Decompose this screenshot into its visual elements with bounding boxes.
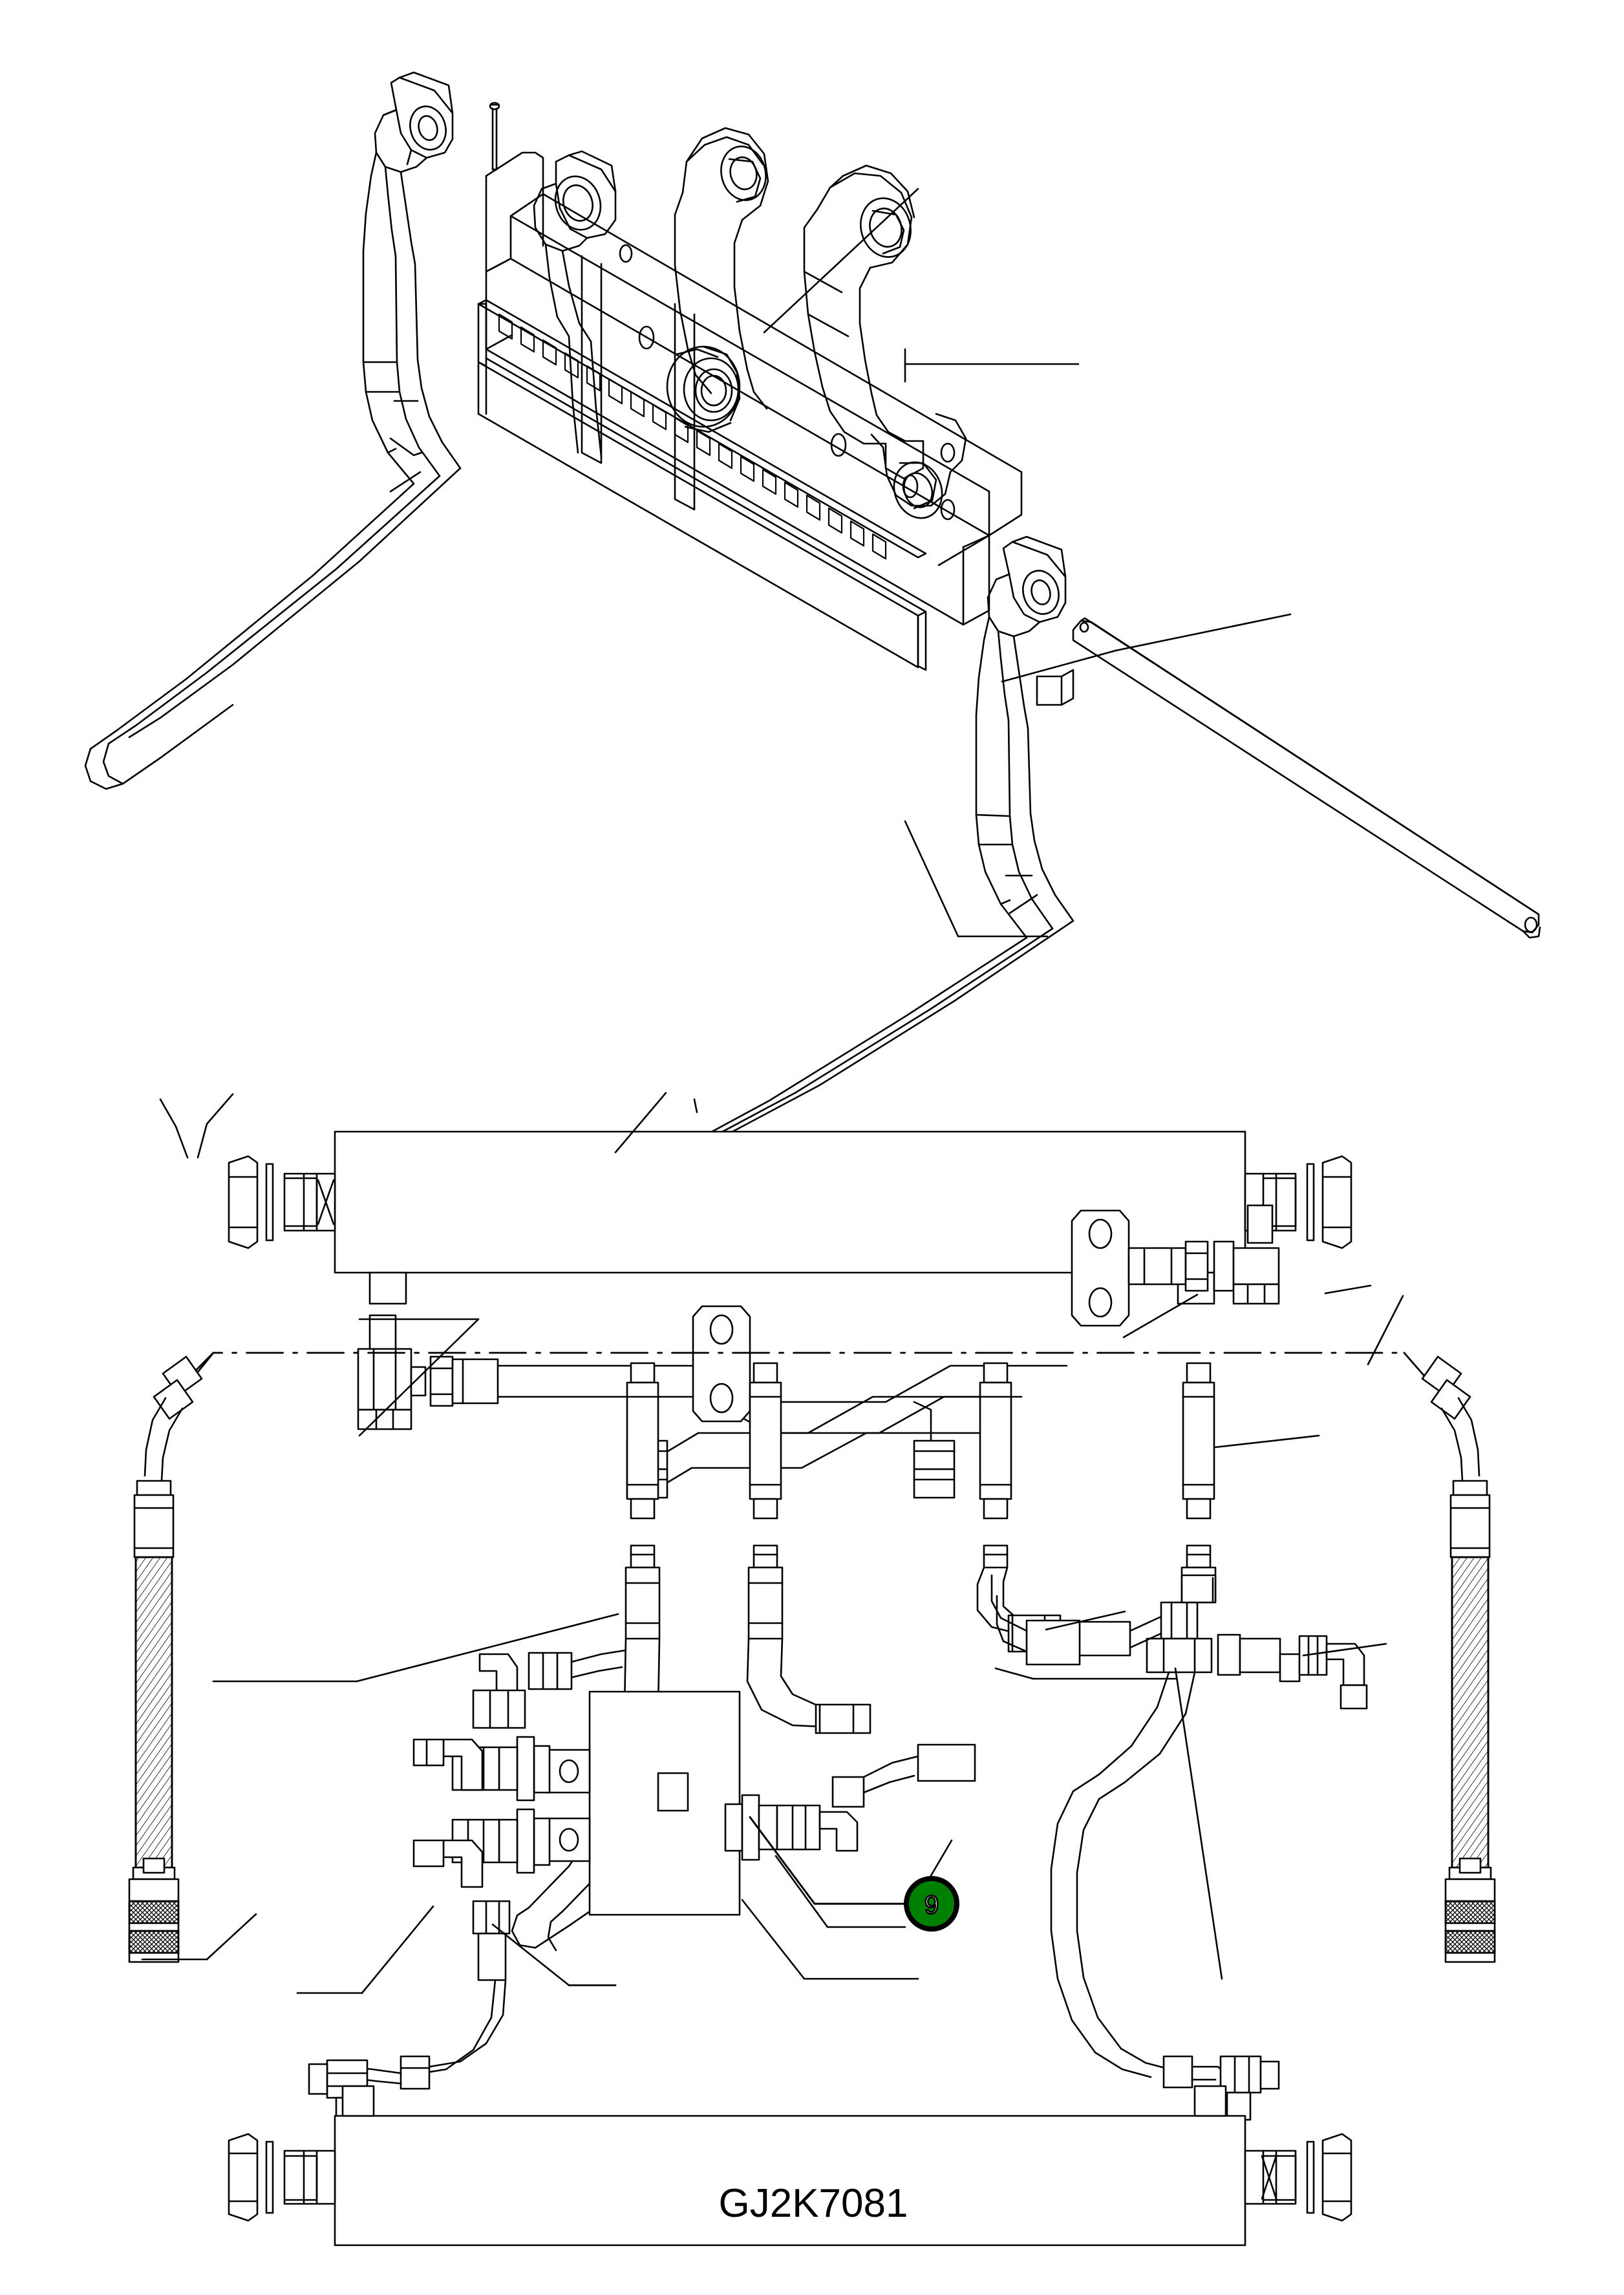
carriage-left-boss [533,150,633,458]
manifold-elbow-upper-left [412,1738,484,1791]
manifold-block [412,1649,976,1981]
hose-drop-4 [1181,1362,1217,1604]
left-fork-tine [84,71,462,790]
hydraulic-circuit-assembly: 9 [128,1092,1496,2247]
lower-hydraulic-cylinder [228,2085,1352,2247]
right-braided-hose [1421,1355,1496,1963]
upper-tube-circuit [357,1204,1280,1500]
manifold-right-elbow [818,1743,976,1852]
manifold-bottom-left-elbow [472,1900,511,1981]
hook-bracket-upper-right [803,164,924,480]
left-braided-hose [128,1355,203,1963]
carriage-bar [477,127,1023,671]
locking-pin [489,102,500,171]
right-fitting-cluster [990,1574,1368,1710]
manifold-elbow-lower-left [412,1839,484,1888]
support-rod [1072,617,1541,939]
carriage-serrations [498,313,887,560]
callout-9-leader [749,1816,908,1905]
carriage-center-hub [666,345,741,433]
upper-left-elbow-cluster [472,1649,627,1729]
callout-9[interactable]: 9 [749,1816,959,1932]
hose-drop-2 [746,1362,871,1734]
manifold-right-port [724,1794,821,1861]
right-lower-hose-run [1050,1577,1280,2121]
callout-9-number: 9 [924,1891,939,1919]
callout-9-circle[interactable] [904,1876,959,1932]
hook-bracket-lower-right [870,413,967,519]
upper-leader-lines [763,188,1292,938]
lower-leader-lines [141,1092,1404,1994]
part-number-caption: GJ2K7081 [719,2181,908,2226]
hook-bracket-rear [674,127,769,410]
hose-drop-1 [511,1362,661,1952]
